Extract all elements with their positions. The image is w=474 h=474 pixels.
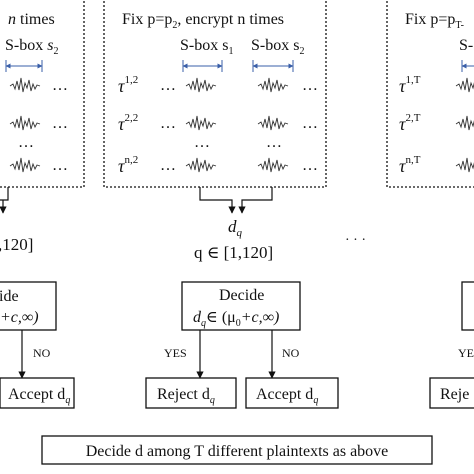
middle-trace-1b — [257, 77, 289, 93]
left-arrow-out — [0, 187, 9, 201]
left-dots-1: … — [52, 77, 68, 94]
left-trace-2 — [9, 115, 41, 131]
middle-accept-box — [245, 377, 339, 409]
middle-sbox2-label: S-box s2 — [251, 37, 304, 57]
middle-row-2-label: τ2,2 — [118, 112, 138, 134]
right-sbox-label: S- — [459, 37, 473, 54]
left-panel: n times S-box s2 … … … … — [0, 0, 85, 188]
right-header: Fix p=pT- — [405, 11, 464, 31]
left-panel-box — [0, 0, 85, 188]
middle-trace-2a — [185, 115, 217, 131]
right-panel: Fix p=pT- S- τ1,T τ2,T τn,T — [386, 0, 474, 188]
middle-ellipsis: · · · — [345, 233, 366, 248]
left-header: n times — [8, 11, 55, 28]
left-trace-3 — [9, 157, 41, 173]
middle-vdots-2: … — [266, 134, 282, 151]
left-decide-cond: +c,∞) — [0, 309, 39, 326]
middle-trace-2b — [257, 115, 289, 131]
left-dots-2: … — [52, 115, 68, 132]
middle-accept-label: Accept dq — [256, 386, 318, 406]
middle-range: q ∈ [1,120] — [194, 243, 273, 262]
right-row-3-label: τn,T — [399, 154, 421, 176]
right-row-1-label: τ1,T — [399, 74, 421, 96]
middle-trace-3b — [257, 157, 289, 173]
middle-sbox1-label: S-box s1 — [180, 37, 233, 57]
middle-dots-1b: … — [302, 77, 318, 94]
left-dots-3: … — [52, 157, 68, 174]
middle-decide-cond: dq∈ (μ0+c,∞) — [193, 309, 279, 329]
left-no-label: NO — [33, 346, 51, 360]
right-flow: YE Reje — [429, 281, 474, 409]
middle-reject-box — [145, 377, 237, 409]
middle-dq: dq — [228, 217, 243, 239]
left-accept-box — [0, 377, 75, 409]
left-decide-box — [0, 281, 57, 331]
middle-row-3-label: τn,2 — [118, 154, 138, 176]
middle-dots-1a: … — [160, 77, 176, 94]
middle-dots-2a: … — [160, 115, 176, 132]
middle-dots-3b: … — [302, 157, 318, 174]
left-vdots: … — [18, 134, 34, 151]
left-decide-label: ide — [0, 288, 19, 305]
middle-row-1-label: τ1,2 — [118, 74, 138, 96]
right-trace-1 — [455, 77, 474, 93]
right-trace-3 — [455, 157, 474, 173]
middle-arrow-s1 — [199, 187, 236, 214]
right-reject-box — [429, 377, 474, 409]
left-sbox-label: S-box s2 — [5, 37, 58, 57]
middle-decide-box — [181, 281, 301, 331]
footer: Decide d among T different plaintexts as… — [41, 435, 433, 465]
middle-yes-label: YES — [164, 346, 187, 360]
left-range: ,120] — [0, 235, 33, 254]
footer-text: Decide d among T different plaintexts as… — [86, 443, 389, 460]
middle-dots-2b: … — [302, 115, 318, 132]
right-decide-box — [461, 281, 474, 331]
middle-panel-box — [103, 0, 327, 188]
left-trace-1 — [9, 77, 41, 93]
footer-box — [41, 435, 433, 465]
left-accept-label: Accept dq — [8, 386, 70, 406]
middle-flow: dq q ∈ [1,120] · · · Decide dq∈ (μ0+c,∞)… — [145, 187, 366, 409]
middle-reject-label: Reject dq — [157, 386, 215, 406]
right-panel-box — [386, 0, 474, 188]
middle-vdots-1: … — [194, 134, 210, 151]
right-row-2-label: τ2,T — [399, 112, 421, 134]
right-yes-label: YE — [458, 346, 474, 360]
right-reject-label: Reje — [440, 386, 469, 403]
left-flow: ,120] ide +c,∞) NO Accept dq — [0, 187, 75, 409]
right-trace-2 — [455, 115, 474, 131]
middle-trace-3a — [185, 157, 217, 173]
middle-panel: Fix p=p2, encrypt n times S-box s1 S-box… — [103, 0, 327, 188]
middle-arrow-s2 — [238, 187, 273, 214]
middle-no-label: NO — [282, 346, 300, 360]
middle-header: Fix p=p2, encrypt n times — [122, 11, 284, 31]
middle-trace-1a — [185, 77, 217, 93]
middle-dots-3a: … — [160, 157, 176, 174]
middle-decide-label: Decide — [219, 287, 264, 304]
